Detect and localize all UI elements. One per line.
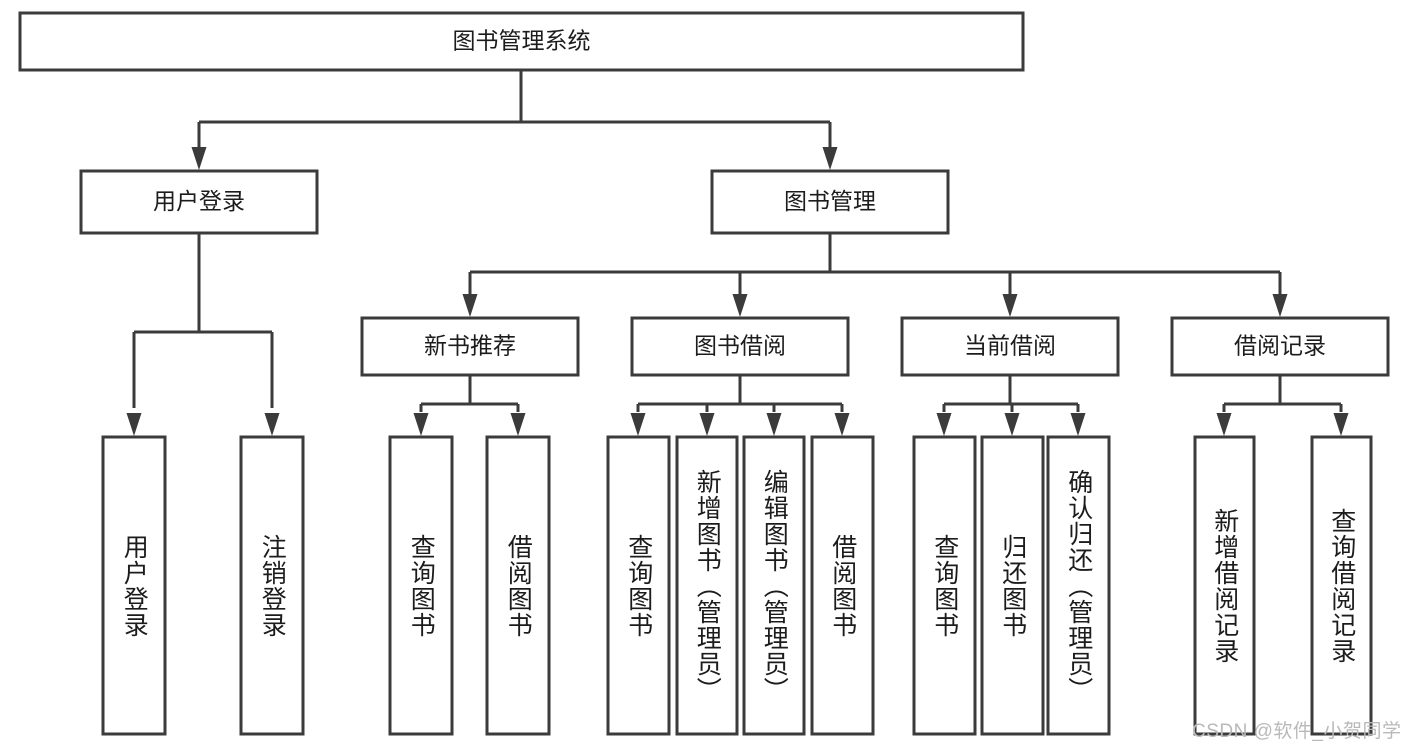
arrow-head-icon — [264, 413, 280, 436]
node-box-book-manage[interactable] — [710, 169, 950, 235]
arrow-head-icon — [1004, 413, 1020, 436]
node-label-borrow-record: 借阅记录 — [1234, 333, 1326, 359]
arrow-head-icon — [936, 413, 952, 436]
node-box-book-borrow[interactable] — [630, 316, 850, 377]
arrow-head-icon — [732, 294, 748, 317]
arrow-head-icon — [126, 413, 142, 436]
node-box-user-login[interactable] — [79, 169, 319, 235]
node-label-book-manage: 图书管理 — [784, 188, 876, 214]
node-box-leaf-query-book-recommend[interactable] — [388, 435, 454, 736]
node-box-leaf-borrow-book-recommend[interactable] — [485, 435, 551, 736]
node-box-leaf-query-borrow-record[interactable] — [1310, 435, 1373, 736]
node-box-leaf-borrow-book-borrow[interactable] — [810, 435, 875, 736]
node-box-leaf-add-book-admin[interactable] — [675, 435, 739, 736]
node-box-leaf-query-book-current[interactable] — [912, 435, 977, 736]
node-box-root[interactable] — [18, 11, 1025, 72]
arrow-head-icon — [462, 294, 478, 317]
node-box-leaf-add-borrow-record[interactable] — [1193, 435, 1256, 736]
arrow-head-icon — [630, 413, 646, 436]
arrow-head-icon — [766, 413, 782, 436]
node-box-new-book-recommend[interactable] — [360, 316, 580, 377]
box-layer — [18, 11, 1390, 736]
arrow-head-icon — [510, 413, 526, 436]
node-label-book-borrow: 图书借阅 — [694, 333, 786, 359]
arrow-head-icon — [191, 147, 207, 170]
arrow-head-icon — [834, 413, 850, 436]
arrow-head-icon — [1333, 413, 1349, 436]
connector-layer — [132, 70, 1343, 412]
node-label-root: 图书管理系统 — [453, 28, 591, 54]
node-box-leaf-return-book[interactable] — [980, 435, 1045, 736]
node-box-leaf-edit-book-admin[interactable] — [742, 435, 806, 736]
node-box-leaf-query-book-borrow[interactable] — [606, 435, 671, 736]
watermark-credit: CSDN @软件_小贺同学 — [1192, 721, 1402, 742]
node-label-user-login: 用户登录 — [153, 188, 245, 214]
node-box-leaf-confirm-return-admin[interactable] — [1046, 435, 1111, 736]
node-box-leaf-user-login[interactable] — [101, 435, 167, 736]
node-box-leaf-logout-login[interactable] — [239, 435, 305, 736]
node-label-current-borrow: 当前借阅 — [964, 333, 1056, 359]
arrow-head-icon — [699, 413, 715, 436]
arrow-head-icon — [413, 413, 429, 436]
node-box-borrow-record[interactable] — [1170, 316, 1390, 377]
node-box-current-borrow[interactable] — [900, 316, 1120, 377]
arrow-head-icon — [1070, 413, 1086, 436]
arrow-head-icon — [1216, 413, 1232, 436]
arrow-head-icon — [1002, 294, 1018, 317]
node-label-new-book-recommend: 新书推荐 — [424, 333, 516, 359]
arrow-head-icon — [822, 147, 838, 170]
arrow-head-icon — [1272, 294, 1288, 317]
arrow-layer — [126, 147, 1349, 436]
